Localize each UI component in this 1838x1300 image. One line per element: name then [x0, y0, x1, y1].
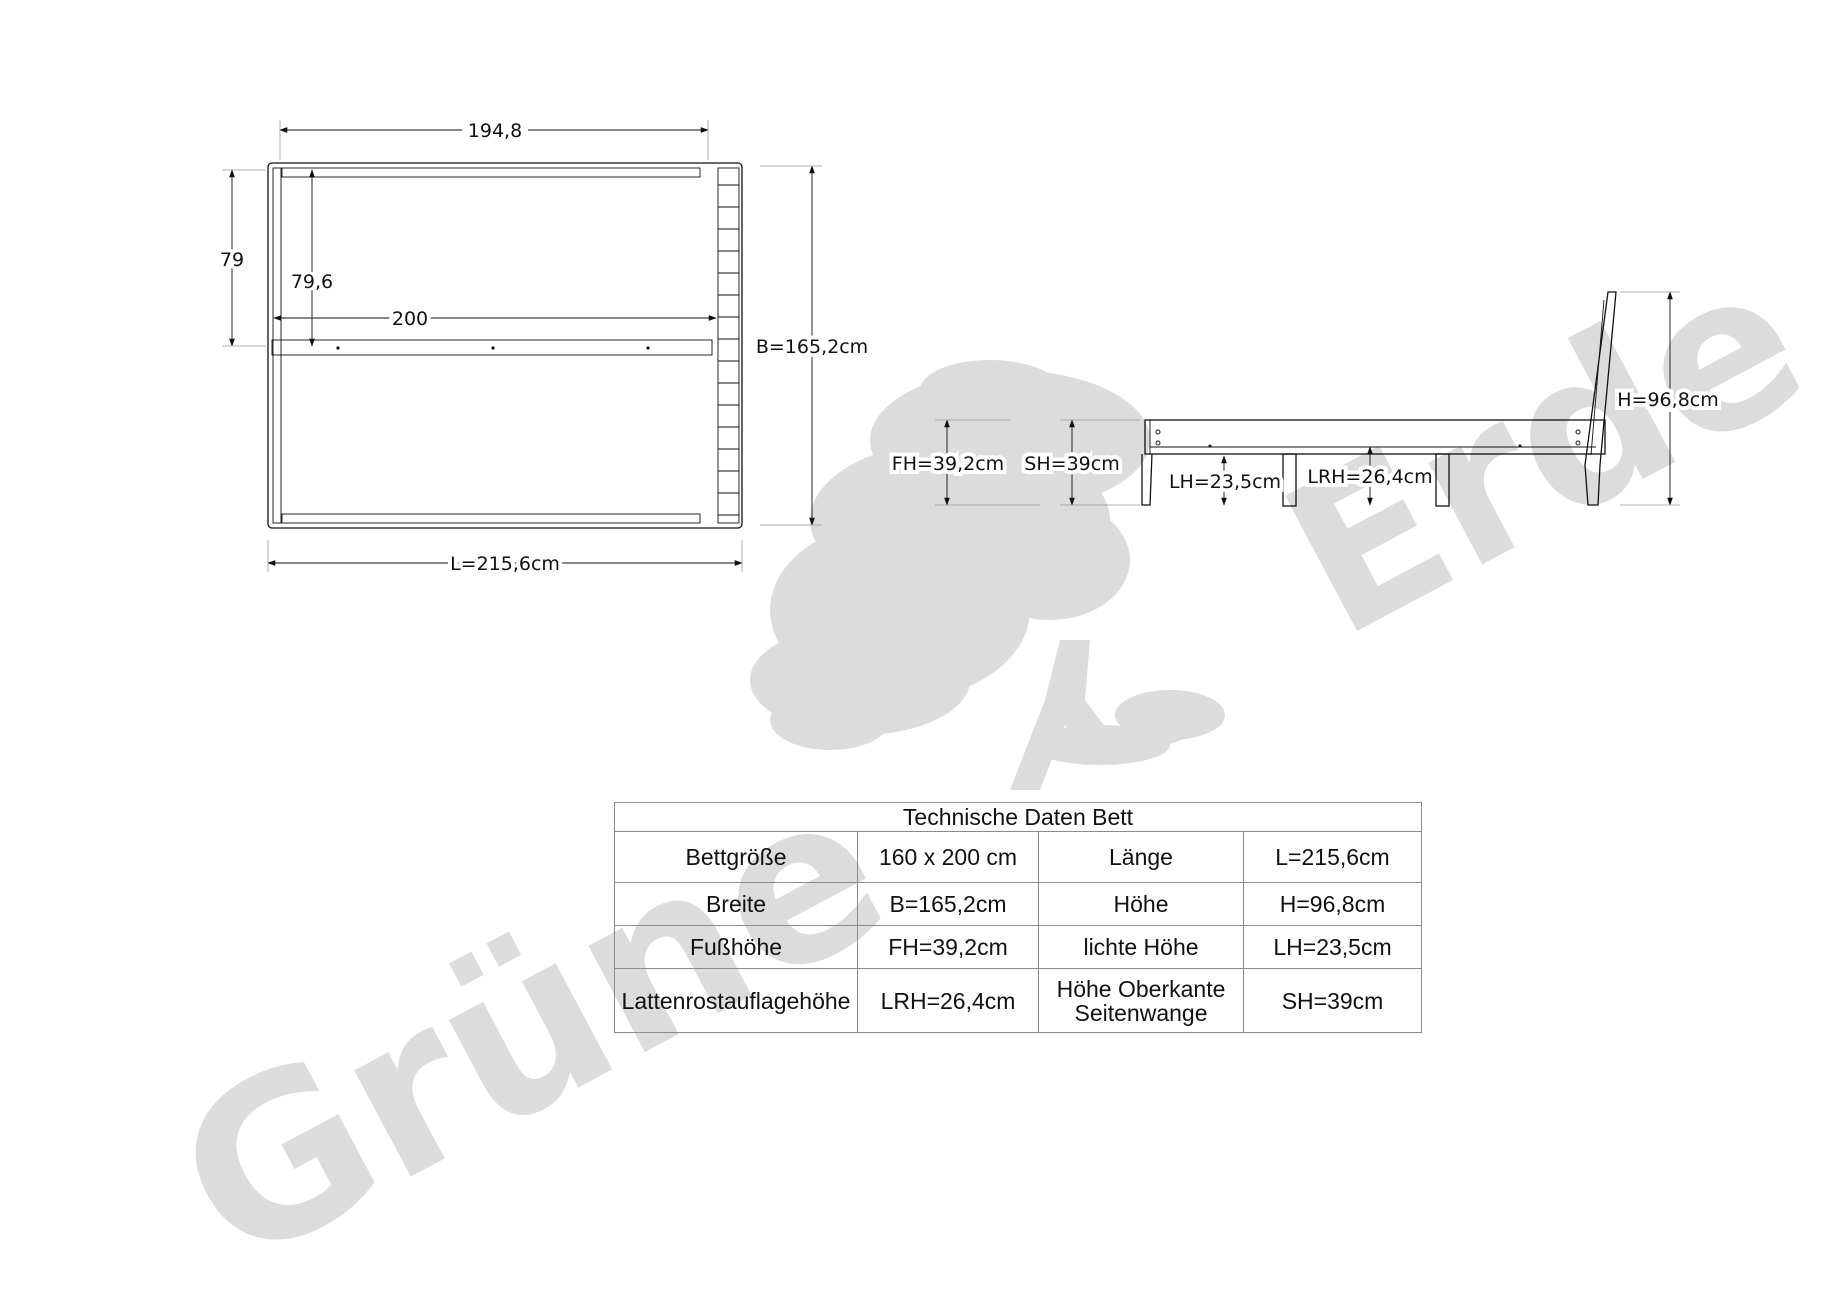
- table-cell: Länge: [1038, 831, 1244, 883]
- dim-inner-height: 79,6: [291, 271, 333, 293]
- table-cell: 160 x 200 cm: [857, 831, 1039, 883]
- dim-overall-width: B=165,2cm: [756, 336, 868, 358]
- tree-logo: [750, 360, 1225, 790]
- dim-side-height: 79: [220, 249, 244, 271]
- dim-fh: FH=39,2cm: [892, 453, 1004, 475]
- dim-sh: SH=39cm: [1024, 453, 1119, 475]
- dim-h: H=96,8cm: [1617, 389, 1718, 411]
- table-cell: Höhe: [1038, 882, 1244, 926]
- table-cell: H=96,8cm: [1243, 882, 1422, 926]
- table-cell: lichte Höhe: [1038, 925, 1244, 969]
- table-cell: B=165,2cm: [857, 882, 1039, 926]
- table-cell: Lattenrostauflagehöhe: [614, 968, 858, 1033]
- table-cell: Bettgröße: [614, 831, 858, 883]
- table-row: Bettgröße 160 x 200 cm Länge L=215,6cm: [614, 831, 1422, 883]
- table-row: Fußhöhe FH=39,2cm lichte Höhe LH=23,5cm: [614, 925, 1422, 969]
- table-cell: LRH=26,4cm: [857, 968, 1039, 1033]
- table-cell: LH=23,5cm: [1243, 925, 1422, 969]
- table-cell: Höhe Oberkante Seitenwange: [1038, 968, 1244, 1033]
- table-cell: Fußhöhe: [614, 925, 858, 969]
- tech-specs-table: Technische Daten Bett Bettgröße 160 x 20…: [614, 802, 1422, 1033]
- table-cell: FH=39,2cm: [857, 925, 1039, 969]
- watermark-word-erde: Erde: [1248, 214, 1838, 684]
- table-title-row: Technische Daten Bett: [614, 802, 1422, 832]
- table-row: Breite B=165,2cm Höhe H=96,8cm: [614, 882, 1422, 926]
- table-cell: SH=39cm: [1243, 968, 1422, 1033]
- dim-inner-length: 200: [392, 308, 428, 330]
- dim-width-top: 194,8: [468, 120, 522, 142]
- dim-lrh: LRH=26,4cm: [1307, 466, 1432, 488]
- dim-overall-length: L=215,6cm: [450, 553, 560, 575]
- side-view-drawing: FH=39,2cm SH=39cm LH=23,5cm LRH=26,4cm H…: [888, 291, 1723, 507]
- dim-lh: LH=23,5cm: [1169, 471, 1281, 493]
- table-row: Lattenrostauflagehöhe LRH=26,4cm Höhe Ob…: [614, 968, 1422, 1033]
- table-cell: Breite: [614, 882, 858, 926]
- table-cell: L=215,6cm: [1243, 831, 1422, 883]
- table-title: Technische Daten Bett: [614, 802, 1422, 832]
- watermark: Grüne Erde: [139, 214, 1838, 1300]
- top-view-drawing: 194,8 79 79,6 200 B=165,2cm L=215,6cm: [217, 118, 872, 579]
